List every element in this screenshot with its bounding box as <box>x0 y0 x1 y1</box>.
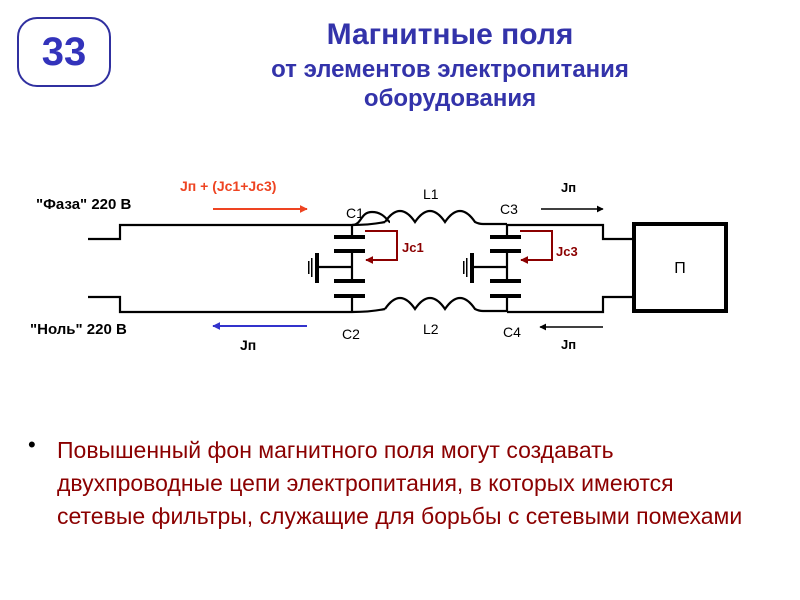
l2-label: L2 <box>423 321 439 337</box>
wires <box>88 209 632 314</box>
bullet-text: Повышенный фон магнитного поля могут соз… <box>57 437 743 529</box>
jc3-leak-arrow <box>520 230 553 264</box>
load-box <box>632 222 728 313</box>
jc1-label: Jc1 <box>402 240 424 255</box>
phase-current-label: Jп + (Jc1+Jc3) <box>180 178 276 194</box>
c3-label: C3 <box>500 201 518 217</box>
phase-label: "Фаза" 220 В <box>36 196 132 213</box>
ground-icon <box>308 253 474 283</box>
l1-label: L1 <box>423 186 439 202</box>
jc3-label: Jc3 <box>556 244 578 259</box>
load-out-current-label: Jп <box>561 337 576 352</box>
c4-label: C4 <box>503 324 521 340</box>
slide-subtitle-2: оборудования <box>363 85 537 112</box>
neutral-label: "Ноль" 220 В <box>30 321 127 338</box>
bullet-icon: • <box>28 432 36 457</box>
slide-title: Магнитные поля <box>326 18 574 51</box>
slide-subtitle-1: от элементов электропитания <box>271 56 629 83</box>
load-in-current-label: Jп <box>561 180 576 195</box>
jc1-leak-arrow <box>365 230 398 264</box>
neutral-current-label: Jп <box>240 337 256 353</box>
c2-label: C2 <box>342 326 360 342</box>
slide-number-badge: 33 <box>17 17 111 87</box>
slide-number: 33 <box>41 29 87 74</box>
c1-label: C1 <box>346 205 364 221</box>
capacitors <box>334 235 521 298</box>
load-label: П <box>674 260 686 277</box>
